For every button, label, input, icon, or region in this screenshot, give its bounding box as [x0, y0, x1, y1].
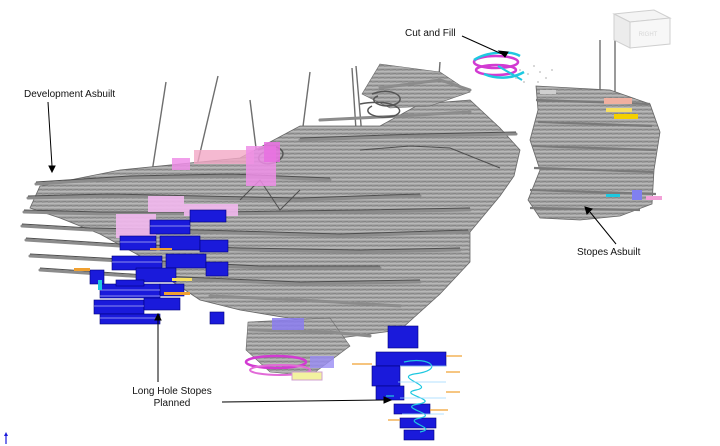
view-cube-face-label: RIGHT [639, 32, 658, 38]
long-hole-stopes-accents-left [74, 248, 192, 295]
annotation-leaders [47, 35, 617, 404]
cut-and-fill-dust [515, 65, 553, 83]
label-long-hole-stopes-line2: Planned [153, 398, 191, 409]
label-long-hole-stopes-line1: Long Hole Stopes [132, 386, 212, 397]
long-hole-stopes-helix [398, 360, 446, 433]
label-cut-and-fill: Cut and Fill [405, 28, 456, 39]
label-stopes-asbuilt: Stopes Asbuilt [577, 247, 641, 258]
long-hole-stopes-planned-lower [371, 325, 447, 441]
lower-cut-and-fill-stope [244, 354, 323, 381]
cut-and-fill-stopes [472, 51, 525, 81]
label-development-asbuilt: Development Asbuilt [24, 89, 116, 100]
label-long-hole-stopes-planned: Long Hole Stopes Planned [122, 386, 222, 410]
development-drives-dark [21, 131, 517, 283]
stopes-asbuilt-accents [540, 90, 662, 200]
long-hole-stopes-lines-lower [352, 355, 462, 421]
stopes-asbuilt-mass [527, 85, 661, 221]
long-hole-stopes-edges-left [94, 225, 190, 319]
long-hole-stopes-planned-left [89, 209, 229, 325]
view-cube-icon[interactable]: RIGHT [608, 4, 678, 52]
axis-triad-icon [2, 432, 16, 446]
